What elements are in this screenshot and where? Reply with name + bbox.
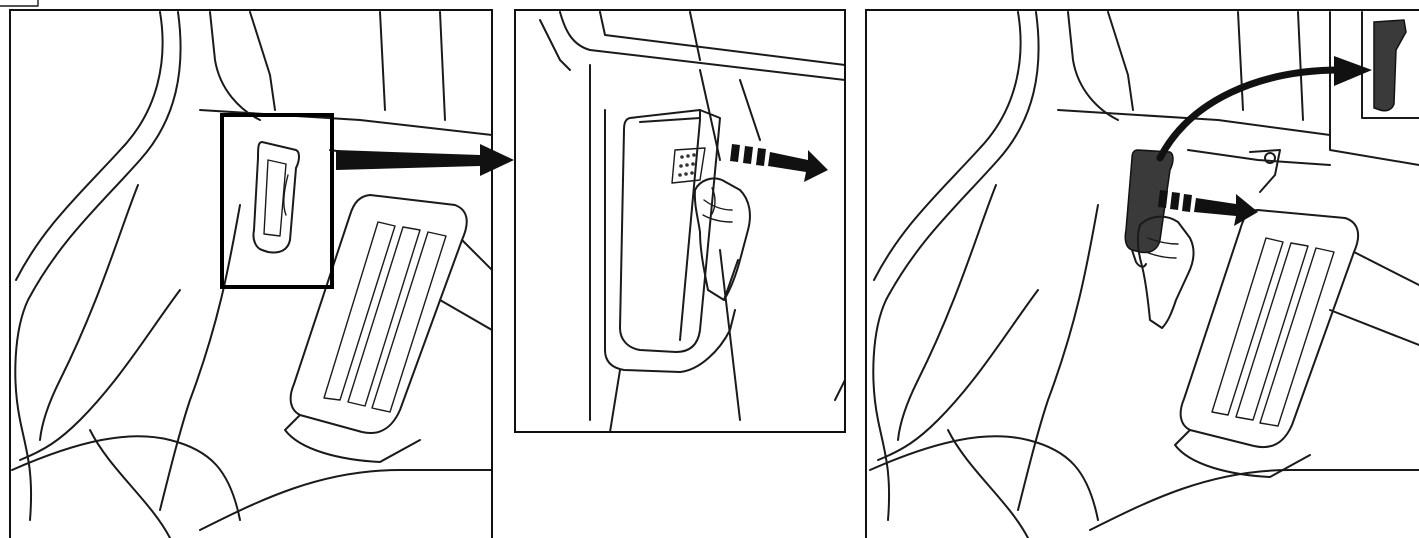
panel-1-frame [10, 10, 492, 538]
corner-mark [0, 0, 38, 6]
panel-3 [866, 10, 1419, 538]
panel-3-frame [866, 10, 1419, 538]
panel-2 [515, 10, 845, 432]
panel-1 [10, 10, 514, 538]
